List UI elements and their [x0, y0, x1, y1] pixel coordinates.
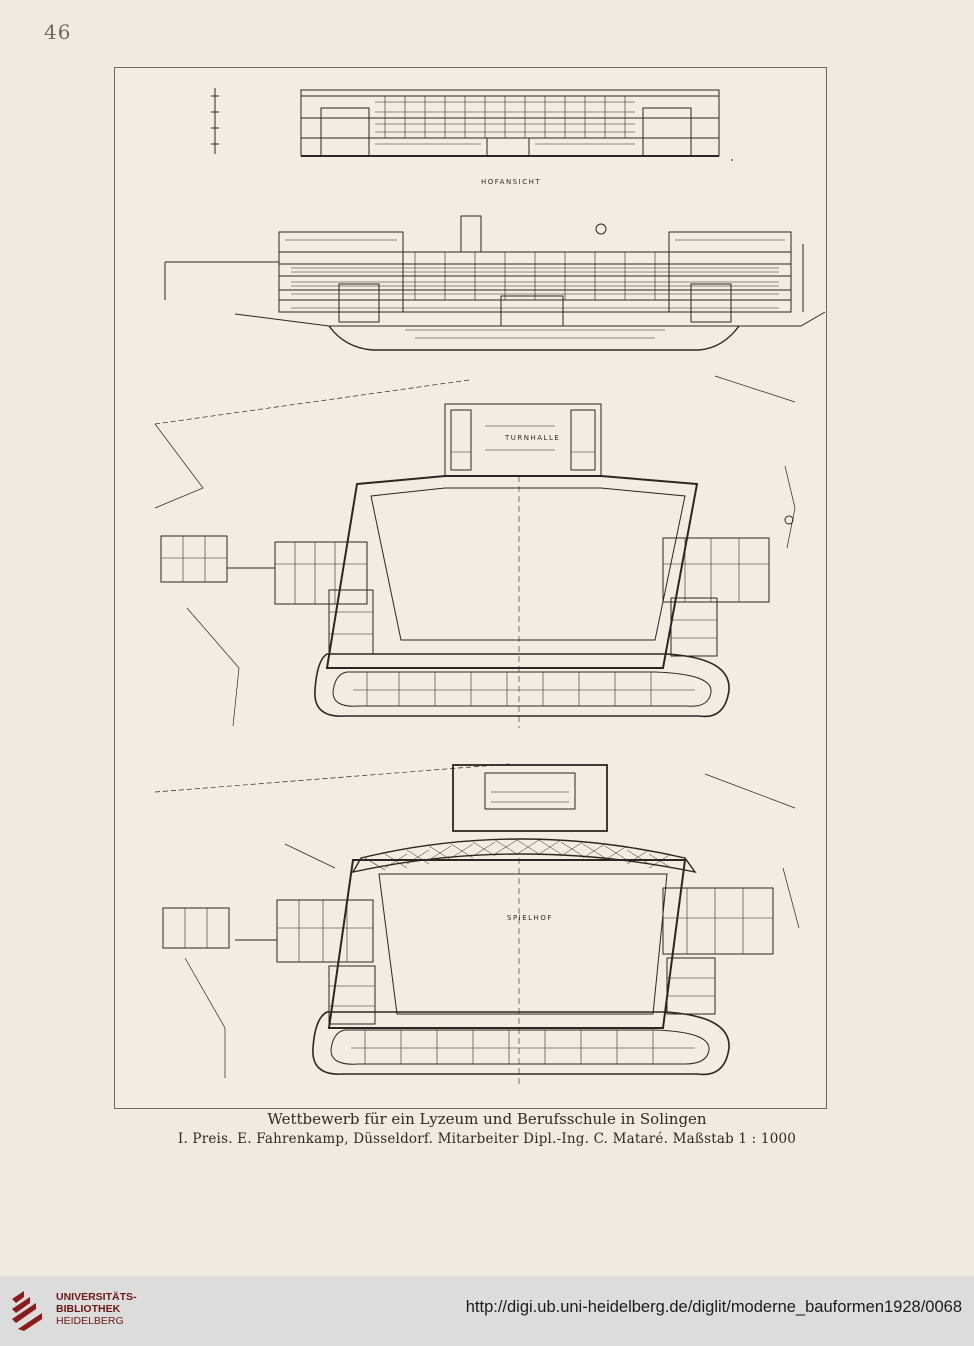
- source-url-link[interactable]: http://digi.ub.uni-heidelberg.de/diglit/…: [465, 1298, 962, 1316]
- caption-subtitle: I. Preis. E. Fahrenkamp, Düsseldorf. Mit…: [177, 1131, 797, 1147]
- arcade-hatching: [364, 839, 672, 871]
- lower-plan-rooms: [184, 791, 773, 1064]
- upper-floor-plan: [154, 375, 796, 728]
- caption-title: Wettbewerb für ein Lyzeum und Berufsschu…: [267, 1110, 707, 1128]
- upper-plan-rooms: [161, 425, 769, 706]
- elevation-windows: [285, 239, 785, 339]
- footer-bar: UNIVERSITÄTS- BIBLIOTHEK HEIDELBERG http…: [0, 1276, 974, 1346]
- section-windows: [375, 96, 635, 145]
- playground-label: SPIELHOF: [507, 914, 553, 922]
- library-logo-text: UNIVERSITÄTS- BIBLIOTHEK HEIDELBERG: [56, 1291, 137, 1327]
- gym-label: TURNHALLE: [505, 434, 561, 442]
- lower-floor-plan: [154, 763, 800, 1088]
- plan-drawing: [154, 88, 826, 1088]
- logo-line-2: BIBLIOTHEK: [56, 1303, 121, 1315]
- logo-line-3: HEIDELBERG: [56, 1315, 124, 1327]
- library-logo-icon: [10, 1287, 48, 1337]
- section-elevation: [211, 88, 733, 161]
- page-number: 46: [44, 20, 72, 44]
- logo-line-1: UNIVERSITÄTS-: [56, 1291, 137, 1303]
- architectural-plate: HOFANSICHT TURNHALLE SPIELHOF: [114, 67, 827, 1109]
- section-label: HOFANSICHT: [481, 178, 542, 186]
